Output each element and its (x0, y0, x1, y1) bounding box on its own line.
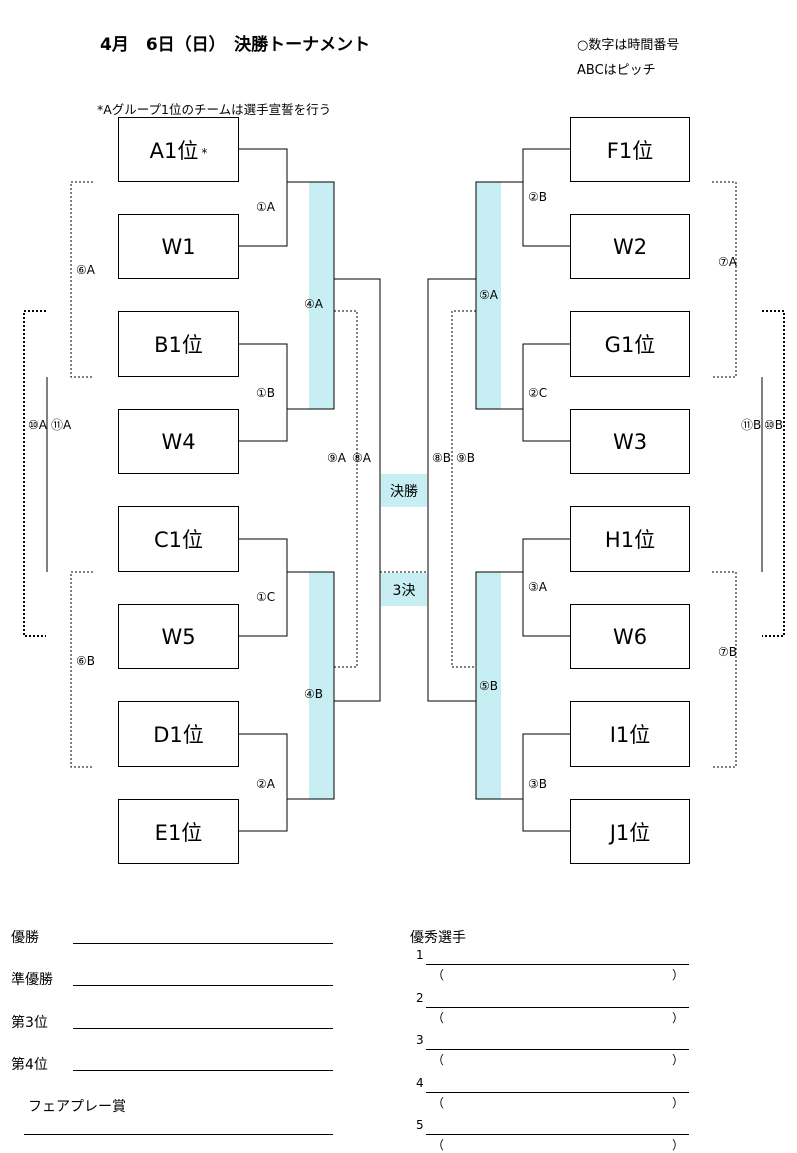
match-label: ⑦A (718, 255, 737, 269)
third-place-label: 第3位 (11, 1015, 48, 1031)
fourth-place-label: 第4位 (11, 1057, 48, 1073)
team-box-right-3: G1位 (570, 311, 690, 377)
winner-write-line[interactable] (73, 943, 333, 944)
paren-close: ） (672, 1053, 685, 1067)
outstanding-players-title: 優秀選手 (410, 930, 466, 946)
team-box-right-1: F1位 (570, 117, 690, 182)
fourth-place-write-line[interactable] (73, 1070, 333, 1071)
highlight-bar-5b (476, 572, 501, 799)
match-label: ④B (304, 687, 323, 701)
team-box-right-7: I1位 (570, 701, 690, 767)
player-name-line[interactable] (426, 1007, 689, 1008)
match-label: ⑧A (352, 451, 371, 465)
paren-open: （ (432, 1011, 445, 1025)
highlight-bar-4b (309, 572, 334, 799)
runner-up-write-line[interactable] (73, 985, 333, 986)
team-box-left-2: W1 (118, 214, 239, 279)
match-label: ⑥A (76, 263, 95, 277)
match-label: ⑤A (479, 288, 498, 302)
fair-play-write-line[interactable] (24, 1134, 333, 1135)
player-name-line[interactable] (426, 1049, 689, 1050)
legend-pitch: ABCはピッチ (577, 63, 656, 78)
match-label: ⑥B (76, 654, 95, 668)
team-box-left-3: B1位 (118, 311, 239, 377)
match-label: ⑧B (432, 451, 451, 465)
paren-close: ） (672, 1011, 685, 1025)
team-box-left-1: A1位 * (118, 117, 239, 182)
team-name: A1位 (149, 138, 199, 163)
team-box-right-4: W3 (570, 409, 690, 474)
runner-up-label: 準優勝 (11, 972, 53, 988)
match-label: ②B (528, 190, 547, 204)
player-number: 5 (416, 1118, 424, 1132)
match-label: ①C (256, 590, 276, 604)
paren-close: ） (672, 968, 685, 982)
team-box-left-5: C1位 (118, 506, 239, 572)
player-number: 3 (416, 1033, 424, 1047)
team-box-right-5: H1位 (570, 506, 690, 572)
oath-mark: * (201, 145, 208, 160)
team-box-left-8: E1位 (118, 799, 239, 864)
oath-note: *Aグループ1位のチームは選手宣誓を行う (97, 102, 332, 117)
paren-close: ） (672, 1096, 685, 1110)
paren-open: （ (432, 1096, 445, 1110)
match-label: ②A (256, 777, 275, 791)
page-title: 4月 6日（日） 決勝トーナメント (100, 35, 371, 55)
match-label: ⑦B (718, 645, 737, 659)
paren-close: ） (672, 1138, 685, 1152)
match-label: ⑨B (456, 451, 475, 465)
match-label: ①B (256, 386, 275, 400)
match-label: ⑤B (479, 679, 498, 693)
match-label: ④A (304, 297, 323, 311)
player-name-line[interactable] (426, 964, 689, 965)
match-label: ⑩B (764, 418, 783, 432)
team-box-right-8: J1位 (570, 799, 690, 864)
match-label: ⑩A (28, 418, 47, 432)
match-label: ⑪B (741, 418, 762, 432)
fair-play-label: フェアプレー賞 (28, 1099, 126, 1115)
player-number: 4 (416, 1076, 424, 1090)
highlight-bar-4a (309, 182, 334, 409)
team-box-right-2: W2 (570, 214, 690, 279)
team-box-left-6: W5 (118, 604, 239, 669)
match-label: ①A (256, 200, 275, 214)
player-number: 1 (416, 948, 424, 962)
final-match-box: 決勝 (381, 474, 427, 507)
third-place-match-box: 3決 (381, 573, 427, 606)
highlight-bar-5a (476, 182, 501, 409)
paren-open: （ (432, 1053, 445, 1067)
player-name-line[interactable] (426, 1134, 689, 1135)
match-label: ②C (528, 386, 548, 400)
team-box-right-6: W6 (570, 604, 690, 669)
match-label: ⑪A (51, 418, 72, 432)
paren-open: （ (432, 1138, 445, 1152)
match-label: ③A (528, 580, 547, 594)
legend-time-number: ○数字は時間番号 (577, 38, 680, 53)
match-label: ③B (528, 777, 547, 791)
winner-label: 優勝 (11, 930, 39, 946)
match-label: ⑨A (327, 451, 346, 465)
team-box-left-7: D1位 (118, 701, 239, 767)
team-box-left-4: W4 (118, 409, 239, 474)
paren-open: （ (432, 968, 445, 982)
player-name-line[interactable] (426, 1092, 689, 1093)
third-place-write-line[interactable] (73, 1028, 333, 1029)
player-number: 2 (416, 991, 424, 1005)
